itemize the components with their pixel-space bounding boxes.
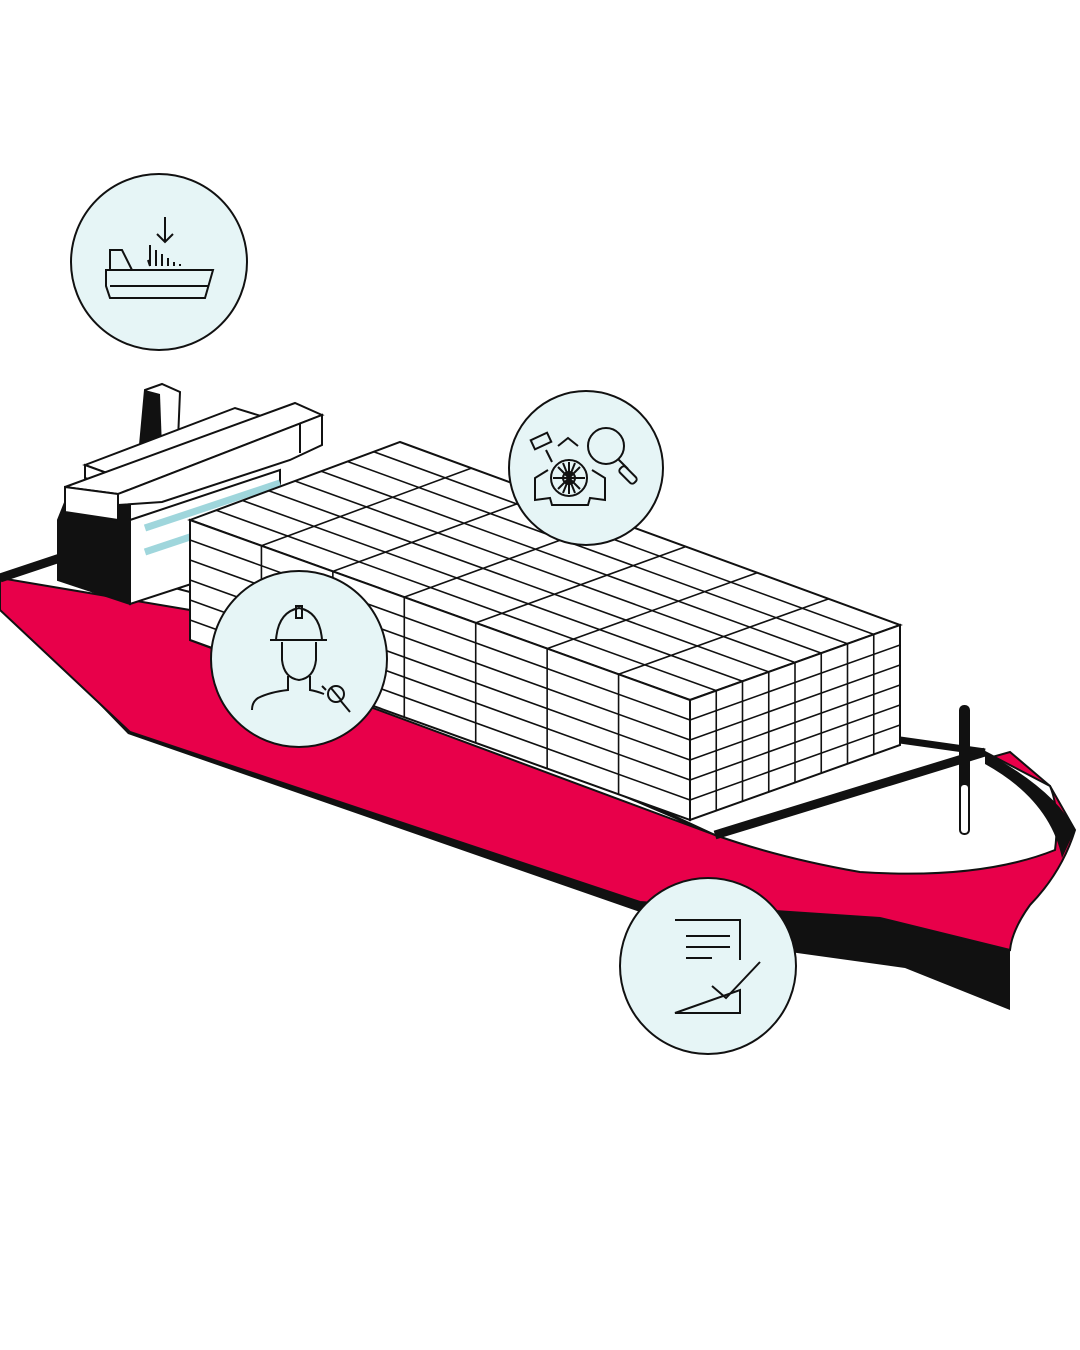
container-top-line: [215, 509, 717, 692]
compliance-document-icon: [674, 919, 761, 1014]
container-top-line: [268, 489, 770, 673]
container-end-line: [689, 664, 901, 741]
badge-engine-inspection[interactable]: [508, 390, 664, 546]
container-end-line: [689, 684, 901, 761]
container-top-line: [294, 480, 796, 664]
container-end-line: [689, 644, 901, 721]
badge-ship-fuel[interactable]: [70, 173, 248, 351]
container-end-line: [689, 724, 901, 801]
maintenance-technician-icon: [251, 605, 351, 713]
container-top-line: [373, 450, 875, 636]
badge-maintenance-technician[interactable]: [210, 570, 388, 748]
container-top-line: [320, 470, 822, 654]
container-side-line: [189, 539, 691, 721]
container-top-line: [242, 499, 743, 683]
container-top-line: [347, 460, 848, 645]
badge-compliance-document[interactable]: [619, 877, 797, 1055]
engine-inspection-icon: [529, 427, 638, 506]
ship-fuel-bunkering-icon: [105, 217, 215, 299]
container-end-line: [689, 704, 901, 781]
